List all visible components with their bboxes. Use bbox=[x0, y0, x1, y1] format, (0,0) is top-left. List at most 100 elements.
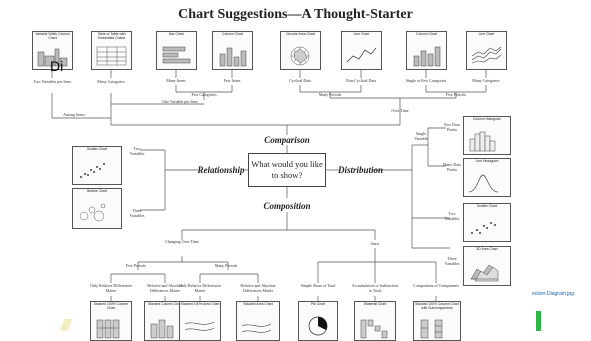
chart-box-column-histogram[interactable]: Column Histogram bbox=[463, 116, 511, 155]
chart-box-title: Column Chart bbox=[416, 32, 437, 36]
chart-box-title: 3D Area Chart bbox=[476, 247, 498, 251]
chart-box-column-2[interactable]: Column Chart bbox=[406, 31, 447, 70]
label-few-periods-comp: Few Periods bbox=[126, 263, 146, 268]
label-three-variables-right: Three Variables bbox=[444, 256, 460, 266]
column-histogram-icon bbox=[469, 131, 496, 152]
chart-box-circular-area[interactable]: Circular Area Chart bbox=[280, 31, 321, 70]
chart-box-title: Scatter Chart bbox=[477, 204, 497, 208]
label-many-periods-comp: Many Periods bbox=[214, 263, 238, 268]
label-many-data-points: Many Data Points bbox=[443, 162, 461, 172]
chart-box-scatter[interactable]: Scatter Chart bbox=[72, 146, 122, 185]
chart-box-3d-area[interactable]: 3D Area Chart bbox=[463, 246, 511, 286]
table-icon bbox=[96, 46, 127, 66]
chart-box-variable-width-column[interactable]: Variable Width Column Chart bbox=[32, 31, 73, 70]
label-single-few: Single or Few Categories bbox=[405, 78, 447, 83]
label-only-relative-2: Only Relative Differences Matter bbox=[179, 283, 221, 293]
chart-box-stacked-area[interactable]: Stacked Area Chart bbox=[236, 301, 280, 341]
chart-box-column[interactable]: Column Chart bbox=[212, 31, 253, 70]
label-many-periods: Many Periods bbox=[318, 92, 342, 97]
label-cyclical: Cyclical Data bbox=[289, 78, 311, 83]
label-two-variables: Two Variables per Item bbox=[33, 79, 71, 84]
label-many-categories: Many Categories bbox=[97, 79, 125, 84]
label-two-variables-left: Two Variables bbox=[129, 146, 145, 156]
3d-area-chart-icon bbox=[470, 264, 499, 282]
file-link[interactable]: ection-Diagram.jpg bbox=[532, 291, 574, 297]
label-changing-over-time: Changing Over Time bbox=[165, 239, 199, 244]
chart-box-title: Stacked 100% Column Chart with Subcompon… bbox=[415, 302, 459, 310]
label-few-items: Few Items bbox=[223, 78, 241, 83]
bar-chart-icon bbox=[162, 46, 191, 64]
chart-box-title: Waterfall Chart bbox=[363, 302, 387, 306]
chart-box-title: Bar Chart bbox=[169, 32, 184, 36]
pie-chart-icon bbox=[308, 316, 328, 336]
chart-box-title: Stacked 100% Column Chart bbox=[93, 302, 129, 310]
chart-box-stacked-100-column[interactable]: Stacked 100% Column Chart bbox=[90, 301, 132, 341]
chart-box-title: Line Chart bbox=[478, 32, 495, 36]
chart-box-title: Stacked Column Chart bbox=[147, 302, 183, 306]
diagram-title: Chart Suggestions—A Thought-Starter bbox=[178, 7, 413, 22]
label-few-data-points: Few Data Points bbox=[444, 122, 460, 132]
chart-box-stacked-subcomponents[interactable]: Stacked 100% Column Chart with Subcompon… bbox=[413, 301, 461, 341]
radar-chart-icon bbox=[290, 46, 310, 66]
stacked-area-icon bbox=[241, 323, 272, 333]
category-composition: Composition bbox=[263, 201, 311, 211]
chart-box-title: Column Chart bbox=[222, 32, 243, 36]
center-question: What would you like to show? bbox=[248, 153, 326, 187]
green-marker bbox=[536, 311, 541, 331]
bubble-chart-icon bbox=[79, 203, 106, 222]
label-over-time: Over Time bbox=[391, 108, 409, 113]
chart-box-scatter-right[interactable]: Scatter Chart bbox=[463, 203, 511, 242]
label-components: Components of Components bbox=[413, 283, 459, 288]
category-relationship: Relationship bbox=[197, 165, 245, 175]
chart-box-title: Bubble Chart bbox=[87, 189, 107, 193]
chart-box-title: Variable Width Column Chart bbox=[35, 32, 70, 40]
overlay-text: Di bbox=[50, 58, 64, 74]
label-among-items: Among Items bbox=[63, 112, 85, 117]
label-many-items: Many Items bbox=[166, 78, 186, 83]
label-non-cyclical: Non-Cyclical Data bbox=[345, 78, 377, 83]
label-three-variables-left: Three Variables bbox=[129, 208, 145, 218]
label-many-categories-2: Many Categories bbox=[472, 78, 500, 83]
chart-box-multi-line[interactable]: Line Chart bbox=[466, 31, 507, 70]
chart-box-title: Circular Area Chart bbox=[286, 32, 315, 36]
chart-box-stacked-100-area[interactable]: Stacked 100% Area Chart bbox=[179, 301, 221, 341]
chart-box-pie[interactable]: Pie Chart bbox=[298, 301, 338, 341]
chart-box-bubble[interactable]: Bubble Chart bbox=[72, 188, 122, 229]
chart-box-line[interactable]: Line Chart bbox=[341, 31, 382, 70]
scatter-chart-icon bbox=[471, 222, 496, 234]
line-histogram-icon bbox=[468, 174, 499, 193]
label-one-variable: One Variable per Item bbox=[162, 99, 198, 104]
label-relative-absolute-2: Relative and Absolute Differences Matter bbox=[240, 283, 276, 293]
chart-box-title: Scatter Chart bbox=[87, 147, 107, 151]
chart-box-title: Line Chart bbox=[353, 32, 370, 36]
label-single-variable: Single Variable bbox=[414, 131, 428, 141]
chart-box-table[interactable]: Table or Table with Embedded Charts bbox=[91, 31, 132, 70]
label-accumulation: Accumulation or Subtraction to Total bbox=[351, 283, 399, 293]
variable-width-column-icon bbox=[37, 48, 68, 67]
column-chart-icon bbox=[219, 47, 247, 67]
waterfall-chart-icon bbox=[360, 319, 388, 339]
chart-box-waterfall[interactable]: Waterfall Chart bbox=[354, 301, 396, 341]
chart-box-bar[interactable]: Bar Chart bbox=[156, 31, 197, 70]
stacked-subcomponents-icon bbox=[420, 319, 443, 339]
chart-box-line-histogram[interactable]: Line Histogram bbox=[463, 158, 511, 197]
label-relative-absolute-1: Relative and Absolute Differences Matter bbox=[147, 283, 183, 293]
stacked-100-column-icon bbox=[96, 319, 120, 339]
chart-box-title: Column Histogram bbox=[472, 117, 502, 121]
stacked-column-icon bbox=[150, 319, 174, 339]
category-distribution: Distribution bbox=[338, 165, 384, 175]
chart-box-title: Table or Table with Embedded Charts bbox=[97, 32, 126, 40]
chart-box-title: Line Histogram bbox=[475, 159, 499, 163]
label-only-relative-1: Only Relative Differences Matter bbox=[90, 283, 132, 293]
column-chart-icon bbox=[413, 46, 441, 67]
multi-line-chart-icon bbox=[471, 46, 502, 64]
label-two-variables-right: Two Variables bbox=[444, 211, 460, 221]
stacked-100-area-icon bbox=[184, 321, 215, 331]
category-comparison: Comparison bbox=[264, 135, 310, 145]
label-few-categories: Few Categories bbox=[191, 92, 217, 97]
line-chart-icon bbox=[346, 47, 377, 63]
label-simple-share: Simple Share of Total bbox=[300, 283, 336, 288]
chart-box-title: Stacked Area Chart bbox=[243, 302, 273, 306]
label-few-periods: Few Periods bbox=[446, 92, 466, 97]
